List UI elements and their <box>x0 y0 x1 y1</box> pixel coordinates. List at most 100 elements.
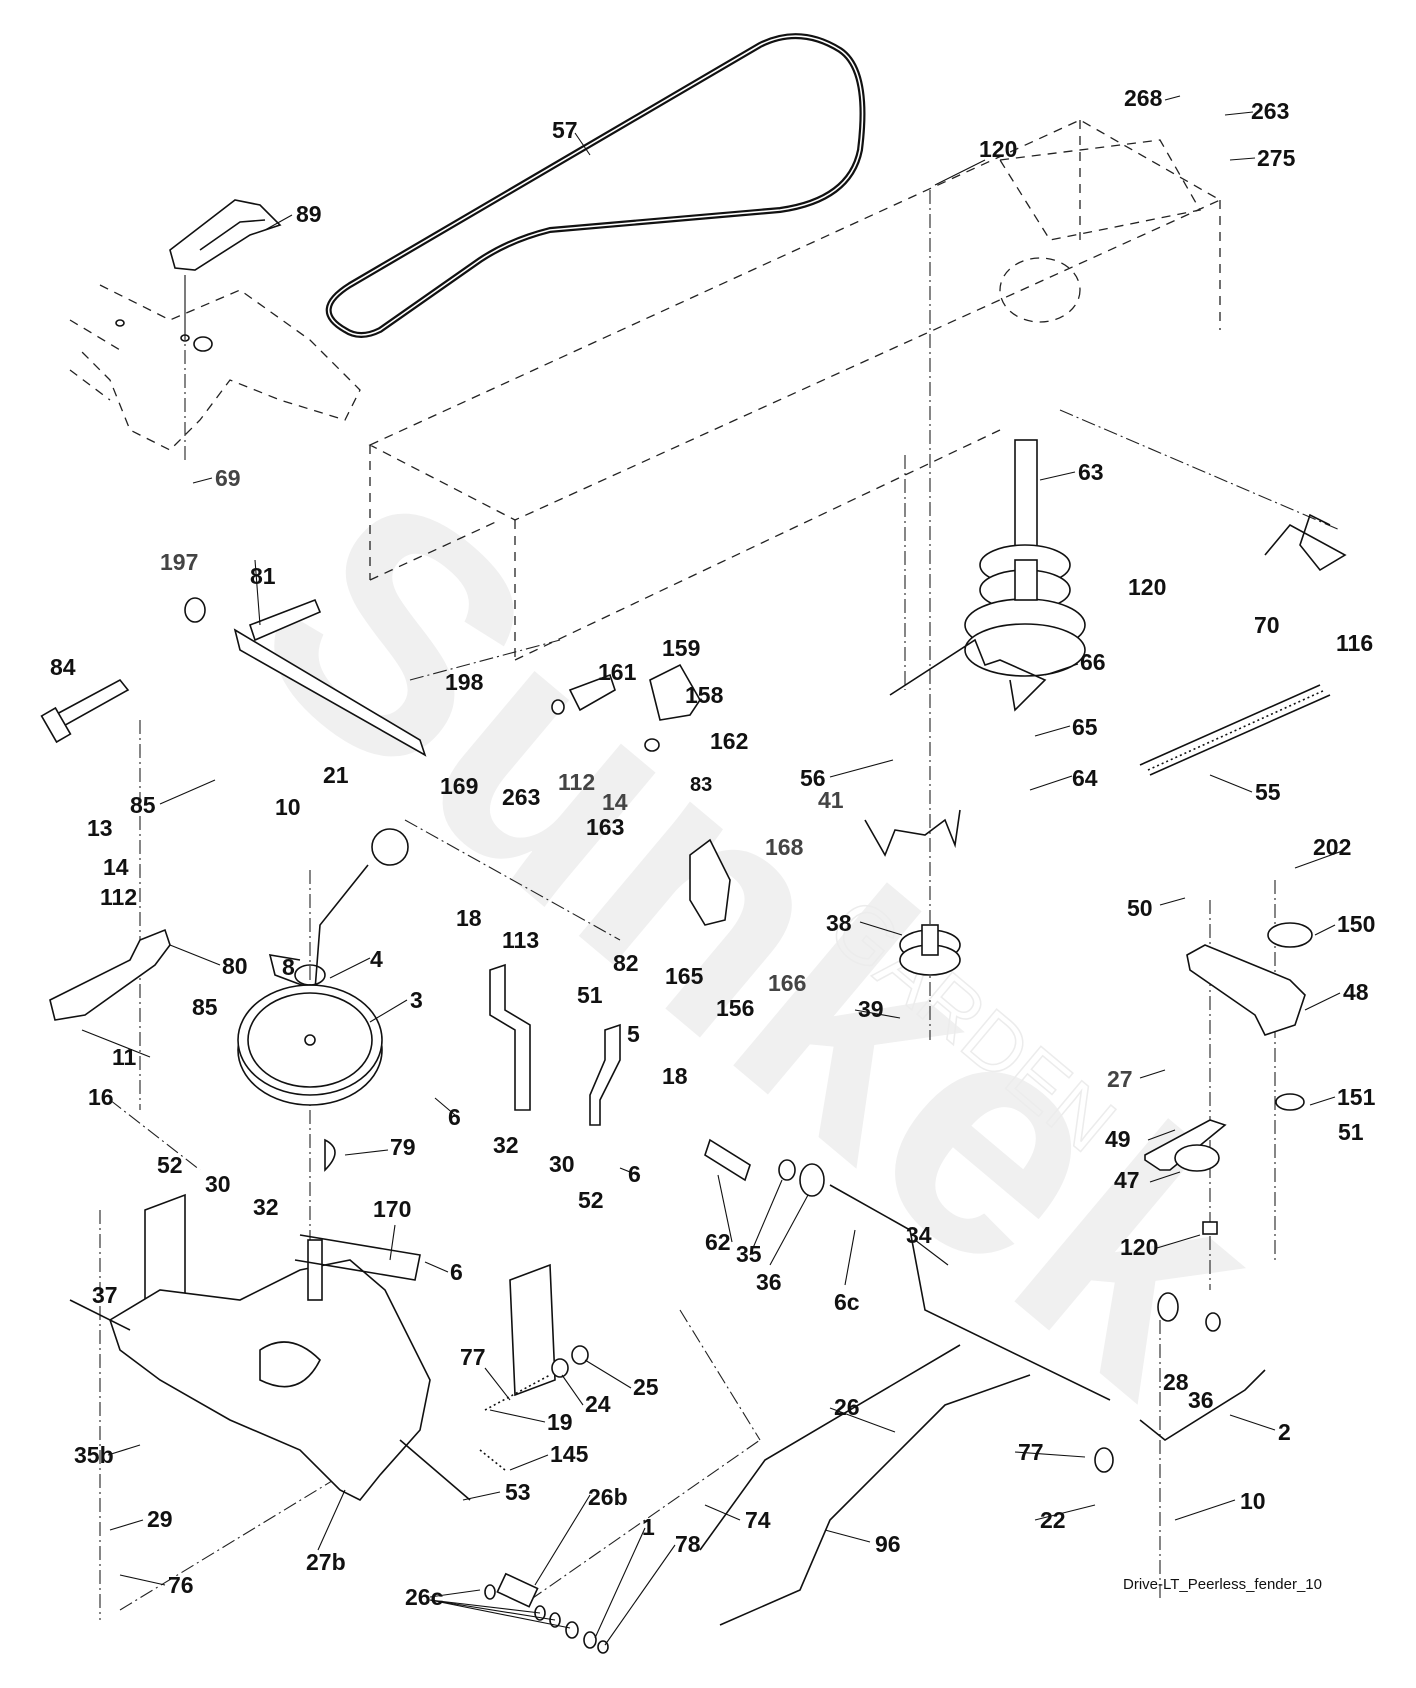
callout-275[interactable]: 275 <box>1257 145 1296 171</box>
callout-268[interactable]: 268 <box>1124 85 1163 111</box>
callout-38[interactable]: 38 <box>826 910 852 936</box>
callout-62[interactable]: 62 <box>705 1229 731 1255</box>
callout-116[interactable]: 116 <box>1336 630 1373 656</box>
callout-21[interactable]: 21 <box>323 762 349 788</box>
callout-156[interactable]: 156 <box>716 995 754 1021</box>
callout-30[interactable]: 30 <box>205 1171 231 1197</box>
callout-85[interactable]: 85 <box>130 792 156 818</box>
callout-55[interactable]: 55 <box>1255 779 1281 805</box>
callout-85b[interactable]: 85 <box>192 994 218 1020</box>
callout-35b[interactable]: 36 <box>1188 1387 1214 1413</box>
callout-202[interactable]: 202 <box>1313 834 1351 860</box>
callout-10b[interactable]: 22 <box>1040 1507 1066 1533</box>
callout-52b[interactable]: 52 <box>578 1187 604 1213</box>
callout-51[interactable]: 51 <box>577 982 603 1008</box>
callout-197[interactable]: 197 <box>160 549 198 575</box>
callout-83[interactable]: 83 <box>690 774 712 796</box>
callout-150[interactable]: 150 <box>1337 911 1375 937</box>
callout-50[interactable]: 50 <box>1127 895 1153 921</box>
callout-112[interactable]: 112 <box>558 769 595 795</box>
callout-18[interactable]: 18 <box>456 905 482 931</box>
callout-57[interactable]: 57 <box>552 117 578 143</box>
callout-1[interactable]: 27b <box>306 1549 346 1575</box>
callout-32b[interactable]: 32 <box>493 1132 519 1158</box>
callout-4[interactable]: 4 <box>370 946 383 972</box>
callout-36b[interactable]: 28 <box>1163 1369 1189 1395</box>
callout-263b[interactable]: 263 <box>502 784 540 810</box>
callout-70[interactable]: 70 <box>1254 612 1280 638</box>
callout-82[interactable]: 82 <box>613 950 639 976</box>
callout-120c[interactable]: 120 <box>1120 1234 1158 1260</box>
callout-25[interactable]: 77 <box>460 1344 486 1370</box>
callout-263[interactable]: 263 <box>1251 98 1289 124</box>
callout-158[interactable]: 158 <box>685 682 724 708</box>
callout-112b[interactable]: 112 <box>100 884 137 910</box>
callout-166[interactable]: 166 <box>768 970 806 996</box>
callout-165[interactable]: 165 <box>665 963 704 989</box>
callout-29[interactable]: 74 <box>745 1507 771 1533</box>
callout-27b[interactable]: 10 <box>1240 1488 1266 1514</box>
callout-65[interactable]: 65 <box>1072 714 1098 740</box>
callout-51b[interactable]: 51 <box>1338 1119 1364 1145</box>
callout-39[interactable]: 39 <box>858 996 884 1022</box>
callout-19[interactable]: 24 <box>585 1391 611 1417</box>
callout-66[interactable]: 66 <box>1080 649 1106 675</box>
callout-47[interactable]: 47 <box>1114 1167 1140 1193</box>
callout-84[interactable]: 84 <box>50 654 76 680</box>
callout-96[interactable]: 29 <box>147 1506 173 1532</box>
callout-24[interactable]: 25 <box>633 1374 659 1400</box>
callout-163[interactable]: 163 <box>586 814 624 840</box>
callout-26c[interactable]: 76 <box>168 1572 194 1598</box>
callout-89[interactable]: 89 <box>296 201 322 227</box>
callout-37[interactable]: 34 <box>906 1222 932 1248</box>
callout-26[interactable]: 19 <box>547 1409 573 1435</box>
callout-159[interactable]: 159 <box>662 635 700 661</box>
callout-22[interactable]: 96 <box>875 1531 901 1557</box>
callout-120[interactable]: 120 <box>979 136 1017 162</box>
callout-53[interactable]: 2 <box>1278 1419 1291 1445</box>
callout-168[interactable]: 168 <box>765 834 804 860</box>
callout-52[interactable]: 52 <box>157 1152 183 1178</box>
callout-48[interactable]: 48 <box>1343 979 1369 1005</box>
callout-80[interactable]: 80 <box>222 953 248 979</box>
callout-27[interactable]: 27 <box>1107 1066 1133 1092</box>
callout-2[interactable]: 145 <box>550 1441 589 1467</box>
callout-79[interactable]: 79 <box>390 1134 416 1160</box>
callout-113[interactable]: 113 <box>502 927 539 953</box>
callout-49[interactable]: 49 <box>1105 1126 1131 1152</box>
callout-151[interactable]: 151 <box>1337 1084 1376 1110</box>
callout-32[interactable]: 32 <box>253 1194 279 1220</box>
callout-34[interactable]: 6c <box>834 1289 860 1315</box>
callout-14b[interactable]: 14 <box>103 854 129 880</box>
callout-3[interactable]: 3 <box>410 987 423 1013</box>
callout-69[interactable]: 69 <box>215 465 241 491</box>
callout-56[interactable]: 56 <box>800 765 826 791</box>
callout-169[interactable]: 169 <box>440 773 478 799</box>
callout-36[interactable]: 36 <box>756 1269 782 1295</box>
callout-78[interactable]: 1 <box>642 1514 655 1540</box>
callout-6b[interactable]: 6 <box>450 1259 463 1285</box>
callout-41[interactable]: 41 <box>818 787 844 813</box>
callout-170[interactable]: 170 <box>373 1196 411 1222</box>
callout-11[interactable]: 11 <box>112 1044 137 1070</box>
callout-145[interactable]: 35b <box>74 1442 114 1468</box>
callout-120b[interactable]: 120 <box>1128 574 1166 600</box>
callout-77[interactable]: 37 <box>92 1282 118 1308</box>
callout-10[interactable]: 10 <box>275 794 301 820</box>
callout-162[interactable]: 162 <box>710 728 748 754</box>
callout-63[interactable]: 63 <box>1078 459 1104 485</box>
callout-28[interactable]: 26 <box>834 1394 860 1420</box>
callout-198[interactable]: 198 <box>445 669 484 695</box>
callout-8[interactable]: 8 <box>282 954 295 980</box>
callout-6[interactable]: 6 <box>448 1104 461 1130</box>
callout-161[interactable]: 161 <box>598 659 637 685</box>
callout-77b[interactable]: 53 <box>505 1479 531 1505</box>
callout-74[interactable]: 26b <box>588 1484 628 1510</box>
callout-64[interactable]: 64 <box>1072 765 1098 791</box>
callout-5[interactable]: 5 <box>627 1021 640 1047</box>
callout-13[interactable]: 13 <box>87 815 113 841</box>
callout-16[interactable]: 16 <box>88 1084 114 1110</box>
callout-35[interactable]: 35 <box>736 1241 762 1267</box>
callout-30b[interactable]: 30 <box>549 1151 575 1177</box>
callout-76[interactable]: 78 <box>675 1531 701 1557</box>
